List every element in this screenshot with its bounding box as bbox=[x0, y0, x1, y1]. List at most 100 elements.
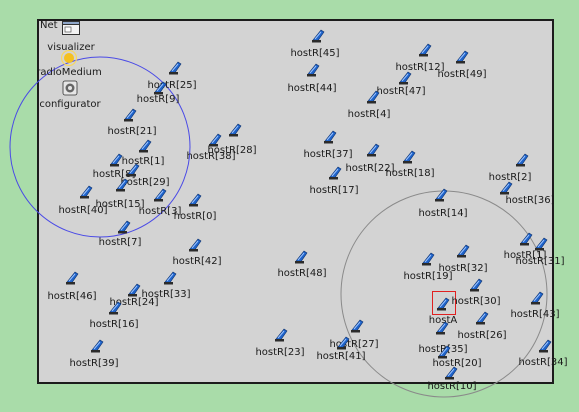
host-icon[interactable] bbox=[293, 249, 309, 265]
host-label: hostR[17] bbox=[309, 185, 359, 196]
sun-glow-icon[interactable] bbox=[61, 50, 77, 66]
host-label: hostR[7] bbox=[98, 237, 142, 248]
host-label: hostR[41] bbox=[316, 351, 366, 362]
host-label: hostR[34] bbox=[518, 357, 568, 368]
host-label: hostA bbox=[428, 315, 458, 326]
host-icon[interactable] bbox=[126, 282, 142, 298]
host-icon[interactable] bbox=[533, 236, 549, 252]
host-icon[interactable] bbox=[107, 300, 123, 316]
host-label: hostR[22] bbox=[345, 163, 395, 174]
host-label: hostR[28] bbox=[207, 145, 257, 156]
host-icon[interactable] bbox=[152, 187, 168, 203]
host-icon[interactable] bbox=[401, 149, 417, 165]
host-label: hostR[25] bbox=[147, 80, 197, 91]
host-label: hostR[35] bbox=[418, 344, 468, 355]
host-icon[interactable] bbox=[434, 320, 450, 336]
host-label: hostR[39] bbox=[69, 358, 119, 369]
host-label: hostR[48] bbox=[277, 268, 327, 279]
host-icon[interactable] bbox=[305, 62, 321, 78]
host-label: hostR[47] bbox=[376, 86, 426, 97]
host-label: hostR[49] bbox=[437, 69, 487, 80]
host-icon[interactable] bbox=[455, 243, 471, 259]
host-icon[interactable] bbox=[443, 365, 459, 381]
host-icon[interactable] bbox=[327, 165, 343, 181]
host-icon[interactable] bbox=[227, 122, 243, 138]
host-label: hostR[46] bbox=[47, 291, 97, 302]
host-label: hostR[1] bbox=[503, 250, 547, 261]
host-icon[interactable] bbox=[64, 270, 80, 286]
host-icon[interactable] bbox=[152, 80, 168, 96]
host-icon[interactable] bbox=[454, 49, 470, 65]
host-label: hostR[14] bbox=[418, 208, 468, 219]
host-icon[interactable] bbox=[417, 42, 433, 58]
host-icon[interactable] bbox=[122, 107, 138, 123]
host-icon[interactable] bbox=[108, 152, 124, 168]
host-label: hostR[33] bbox=[141, 289, 191, 300]
host-label: hostR[23] bbox=[255, 347, 305, 358]
host-icon[interactable] bbox=[365, 89, 381, 105]
gear-icon[interactable] bbox=[62, 80, 78, 96]
host-label: hostR[38] bbox=[186, 151, 236, 162]
host-icon[interactable] bbox=[167, 60, 183, 76]
host-icon[interactable] bbox=[187, 192, 203, 208]
host-label: hostR[40] bbox=[58, 205, 108, 216]
host-label: hostR[24] bbox=[109, 297, 159, 308]
host-label: hostR[26] bbox=[457, 330, 507, 341]
radio-medium-label: radioMedium bbox=[36, 67, 102, 78]
host-icon[interactable] bbox=[529, 290, 545, 306]
host-icon[interactable] bbox=[498, 180, 514, 196]
host-icon[interactable] bbox=[162, 270, 178, 286]
host-label: hostR[37] bbox=[303, 149, 353, 160]
host-icon[interactable] bbox=[468, 277, 484, 293]
host-label: hostR[31] bbox=[515, 256, 565, 267]
host-icon[interactable] bbox=[349, 318, 365, 334]
host-icon[interactable] bbox=[436, 344, 452, 360]
host-icon[interactable] bbox=[420, 251, 436, 267]
host-icon[interactable] bbox=[187, 237, 203, 253]
host-label: hostR[0] bbox=[173, 211, 217, 222]
host-label: hostR[2] bbox=[488, 172, 532, 183]
network-label: Net bbox=[40, 20, 58, 31]
host-label: hostR[12] bbox=[395, 62, 445, 73]
host-label: hostR[4] bbox=[347, 109, 391, 120]
host-icon[interactable] bbox=[137, 138, 153, 154]
host-icon[interactable] bbox=[433, 187, 449, 203]
host-icon[interactable] bbox=[335, 335, 351, 351]
host-icon[interactable] bbox=[78, 184, 94, 200]
host-label: hostR[32] bbox=[438, 263, 488, 274]
host-icon[interactable] bbox=[365, 142, 381, 158]
host-label: hostR[44] bbox=[287, 83, 337, 94]
host-icon[interactable] bbox=[114, 177, 130, 193]
host-icon[interactable] bbox=[89, 338, 105, 354]
host-icon[interactable] bbox=[518, 231, 534, 247]
host-icon[interactable] bbox=[322, 129, 338, 145]
host-icon[interactable] bbox=[207, 132, 223, 148]
host-icon[interactable] bbox=[514, 152, 530, 168]
host-label: hostR[9] bbox=[136, 94, 180, 105]
host-label: hostR[3] bbox=[138, 206, 182, 217]
host-label: hostR[19] bbox=[403, 271, 453, 282]
host-label: hostR[45] bbox=[290, 48, 340, 59]
host-icon[interactable] bbox=[435, 296, 451, 312]
host-icon[interactable] bbox=[310, 28, 326, 44]
host-icon[interactable] bbox=[116, 219, 132, 235]
host-icon[interactable] bbox=[273, 327, 289, 343]
network-window-icon[interactable] bbox=[62, 21, 80, 35]
host-icon[interactable] bbox=[537, 338, 553, 354]
host-label: hostR[8] bbox=[92, 169, 136, 180]
host-label: hostR[10] bbox=[427, 381, 477, 392]
host-label: hostR[36] bbox=[505, 195, 555, 206]
host-label: hostR[27] bbox=[329, 339, 379, 350]
host-icon[interactable] bbox=[125, 162, 141, 178]
configurator-label: configurator bbox=[39, 99, 101, 110]
host-label: hostR[16] bbox=[89, 319, 139, 330]
host-icon[interactable] bbox=[397, 70, 413, 86]
visualizer-label: visualizer bbox=[47, 42, 95, 53]
host-label: hostR[18] bbox=[385, 168, 435, 179]
host-label: hostR[1] bbox=[121, 156, 165, 167]
host-label: hostR[20] bbox=[432, 358, 482, 369]
host-icon[interactable] bbox=[474, 310, 490, 326]
host-label: hostR[21] bbox=[107, 126, 157, 137]
host-label: hostR[15] bbox=[95, 199, 145, 210]
